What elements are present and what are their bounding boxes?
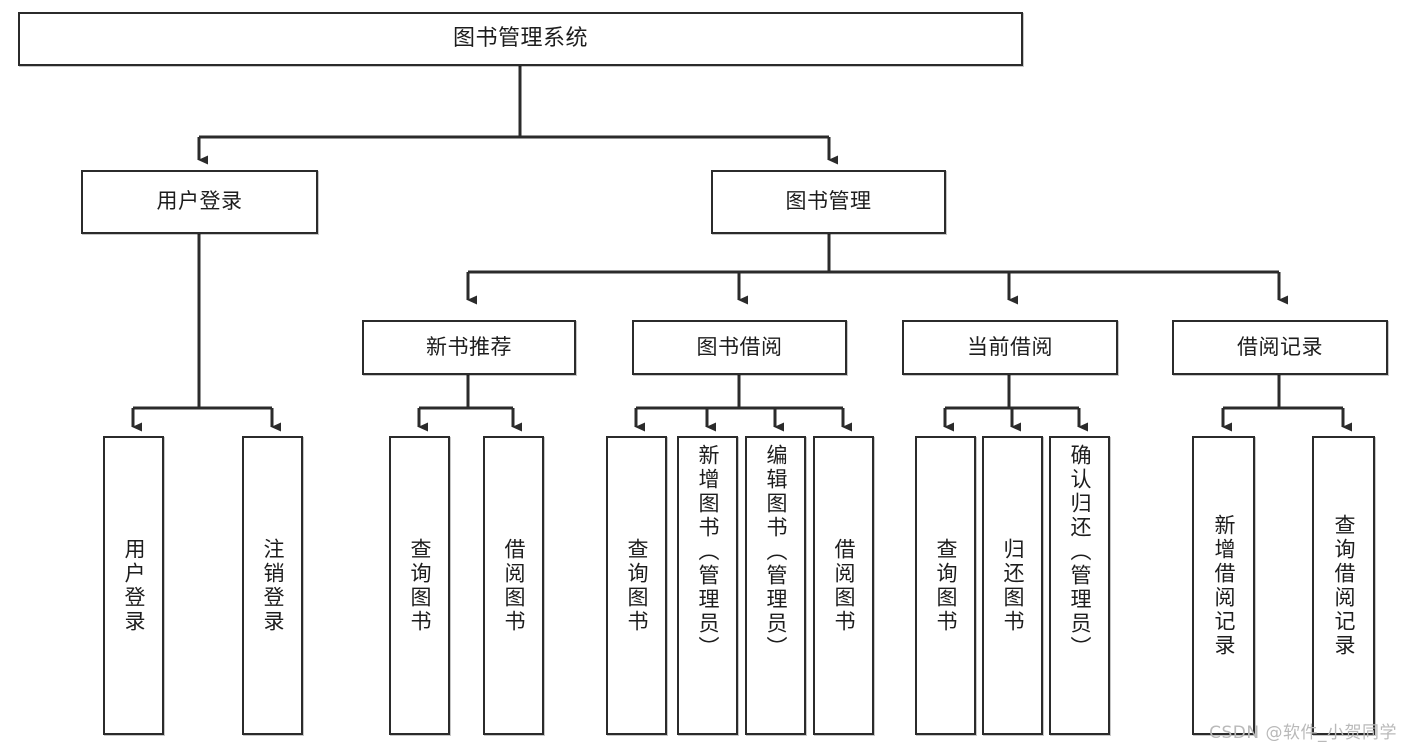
leaf-query-book-newbook[interactable]: 查询图书 (389, 436, 450, 735)
watermark-text: CSDN @软件_小贺同学 (1209, 723, 1397, 743)
node-new-book-recommend[interactable]: 新书推荐 (362, 320, 576, 375)
leaf-borrow-book-label: 借阅图书 (832, 537, 856, 634)
leaf-return-book-label: 归还图书 (1001, 537, 1025, 634)
leaf-user-login[interactable]: 用户登录 (103, 436, 164, 735)
leaf-edit-book-admin-label: 编辑图书（管理员） (764, 444, 788, 660)
node-borrow-record-label: 借阅记录 (1237, 334, 1323, 359)
leaf-query-book-borrow-label: 查询图书 (625, 537, 649, 634)
leaf-logout[interactable]: 注销登录 (242, 436, 303, 735)
node-root-label: 图书管理系统 (452, 25, 588, 51)
leaf-confirm-return-admin-label: 确认归还（管理员） (1068, 444, 1092, 660)
leaf-borrow-book-newbook[interactable]: 借阅图书 (483, 436, 544, 735)
leaf-add-borrow-record[interactable]: 新增借阅记录 (1192, 436, 1255, 735)
leaf-confirm-return-admin[interactable]: 确认归还（管理员） (1049, 436, 1110, 735)
node-book-borrow[interactable]: 图书借阅 (632, 320, 847, 375)
node-book-management-label: 图书管理 (785, 189, 872, 214)
leaf-logout-label: 注销登录 (261, 537, 285, 634)
node-user-login[interactable]: 用户登录 (81, 170, 318, 234)
node-book-management[interactable]: 图书管理 (711, 170, 946, 234)
leaf-borrow-book-newbook-label: 借阅图书 (502, 537, 526, 634)
leaf-query-book-newbook-label: 查询图书 (408, 537, 432, 634)
leaf-add-borrow-record-label: 新增借阅记录 (1212, 513, 1236, 658)
leaf-query-book-current[interactable]: 查询图书 (915, 436, 976, 735)
node-user-login-label: 用户登录 (156, 189, 243, 214)
leaf-borrow-book[interactable]: 借阅图书 (813, 436, 874, 735)
leaf-edit-book-admin[interactable]: 编辑图书（管理员） (745, 436, 806, 735)
node-book-borrow-label: 图书借阅 (696, 334, 783, 359)
node-current-borrow[interactable]: 当前借阅 (902, 320, 1118, 375)
leaf-query-book-current-label: 查询图书 (934, 537, 958, 634)
leaf-add-book-admin-label: 新增图书（管理员） (696, 444, 720, 660)
leaf-user-login-label: 用户登录 (122, 537, 146, 634)
node-root[interactable]: 图书管理系统 (18, 12, 1023, 66)
leaf-query-borrow-record-label: 查询借阅记录 (1332, 513, 1356, 658)
leaf-add-book-admin[interactable]: 新增图书（管理员） (677, 436, 738, 735)
node-borrow-record[interactable]: 借阅记录 (1172, 320, 1388, 375)
leaf-return-book[interactable]: 归还图书 (982, 436, 1043, 735)
leaf-query-borrow-record[interactable]: 查询借阅记录 (1312, 436, 1375, 735)
node-current-borrow-label: 当前借阅 (967, 334, 1053, 359)
leaf-query-book-borrow[interactable]: 查询图书 (606, 436, 667, 735)
node-new-book-recommend-label: 新书推荐 (426, 334, 512, 359)
